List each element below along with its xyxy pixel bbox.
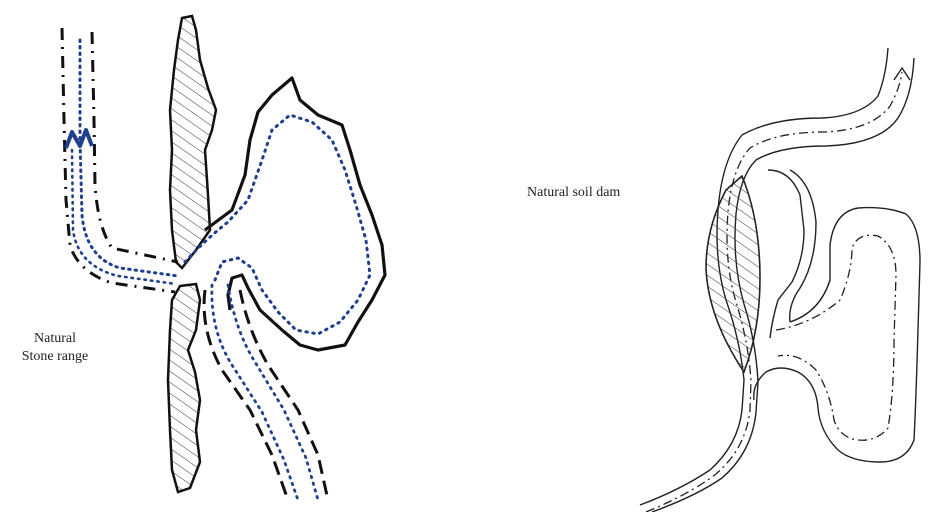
upstream-flow-line-2: [72, 150, 176, 284]
downstream-channel-right-bank: [240, 290, 328, 500]
stone-range-upper: [170, 16, 216, 268]
stone-range-label: Natural Stone range: [0, 330, 110, 366]
soil-dam-label: Natural soil dam: [527, 184, 620, 202]
channel-outer-outline: [640, 48, 888, 505]
channel-inner-outline: [652, 58, 914, 512]
upstream-flow-line: [80, 40, 178, 276]
channel-flow-line: [646, 72, 902, 512]
upstream-channel-right-bank: [92, 32, 178, 262]
left-figure: [62, 16, 385, 500]
flow-arrow-icon: [894, 68, 910, 80]
middle-pocket-outline: [768, 170, 804, 338]
downstream-flow-line-2: [228, 285, 318, 500]
stone-range-label-line2: Stone range: [0, 348, 110, 366]
stone-range-label-line1: Natural: [0, 330, 110, 348]
soil-dam: [706, 176, 760, 372]
reservoir-basin-outline: [754, 208, 920, 462]
right-figure: [640, 48, 920, 512]
stone-range-lower: [168, 284, 200, 492]
reservoir-basin-water-line: [776, 235, 896, 440]
